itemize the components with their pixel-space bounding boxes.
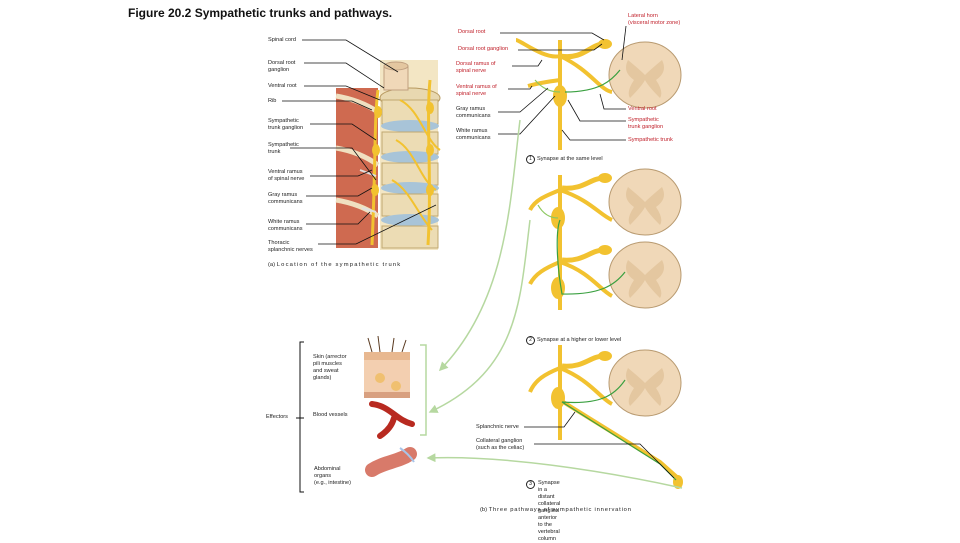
label-b-gray-ramus: Gray ramus communicans (456, 106, 491, 119)
label-a-gray-ramus: Gray ramus communicans (268, 192, 303, 205)
label-splanchnic-nerve: Splanchnic nerve (476, 424, 519, 430)
pathway-2-number: 2 (526, 336, 535, 345)
label-a-sympathetic-trunk-ganglion: Sympathetic trunk ganglion (268, 118, 304, 131)
label-b-dorsal-root-ganglion: Dorsal root ganglion (458, 46, 509, 52)
pathway-2-label: Synapse at a higher or lower level (537, 337, 622, 343)
panel-b-letter: (b) (480, 507, 488, 513)
panel-a-caption-text: Location of the sympathetic trunk (276, 262, 402, 268)
label-b-sympathetic-trunk: Sympathetic trunk (628, 137, 673, 143)
label-blood-vessels: Blood vessels (313, 412, 348, 418)
label-a-dorsal-root-ganglion: Dorsal root ganglion (268, 60, 296, 73)
panel-a-leaders (282, 39, 437, 245)
cord-section-4 (528, 345, 683, 489)
label-effectors: Effectors (266, 414, 288, 420)
effectors-bracket (296, 341, 427, 493)
label-a-ventral-root: Ventral root (268, 83, 297, 89)
collateral-ganglion-shape (673, 475, 683, 489)
blood-vessel-illustration (369, 401, 415, 439)
label-collateral-ganglion: Collateral ganglion (such as the celiac) (476, 438, 525, 451)
label-rib: Rib (268, 98, 277, 104)
label-b-ventral-ramus: Ventral ramus of spinal nerve (456, 84, 497, 97)
label-dorsal-ramus: Dorsal ramus of spinal nerve (456, 61, 496, 74)
label-abdominal-organs: Abdominal organs (e.g., intestine) (314, 466, 351, 486)
intestine-illustration (365, 447, 417, 477)
panel-b-caption: (b) Three pathways of sympathetic innerv… (480, 507, 632, 513)
cord-section-1 (515, 38, 682, 150)
panel-a-letter: (a) (268, 262, 276, 268)
panel-b-caption-text: Three pathways of sympathetic innervatio… (488, 507, 632, 513)
cord-section-3 (528, 204, 682, 309)
label-b-white-ramus: White ramus communicans (456, 128, 491, 141)
skin-illustration (364, 335, 410, 398)
rib-muscle-area (336, 88, 378, 248)
pathway-arrows (426, 119, 683, 489)
label-a-sympathetic-trunk: Sympathetic trunk (268, 142, 299, 155)
panel-a-caption: (a) Location of the sympathetic trunk (268, 262, 401, 268)
label-a-white-ramus: White ramus communicans (268, 219, 303, 232)
label-b-ventral-root: Ventral root (628, 106, 657, 112)
pathway-1-number: 1 (526, 155, 535, 164)
label-lateral-horn: Lateral horn (visceral motor zone) (628, 13, 681, 26)
cord-section-2 (528, 168, 682, 310)
label-spinal-cord: Spinal cord (268, 37, 296, 43)
label-thoracic-splanchnic: Thoracic splanchnic nerves (268, 240, 313, 253)
pathway-3-label: Synapse in a distant collateral ganglion… (538, 480, 561, 542)
label-b-sympathetic-trunk-ganglion: Sympathetic trunk ganglion (628, 117, 664, 130)
label-skin: Skin (arrector pili muscles and sweat gl… (313, 354, 347, 381)
figure-title: Figure 20.2 Sympathetic trunks and pathw… (128, 6, 393, 20)
pathway-1-label: Synapse at the same level (537, 156, 603, 162)
intervertebral-disc (381, 120, 439, 132)
label-a-ventral-ramus: Ventral ramus of spinal nerve (268, 169, 305, 182)
pathway-3-number: 3 (526, 480, 535, 489)
panel-b-leaders (498, 25, 675, 479)
label-dorsal-root: Dorsal root (458, 29, 486, 35)
